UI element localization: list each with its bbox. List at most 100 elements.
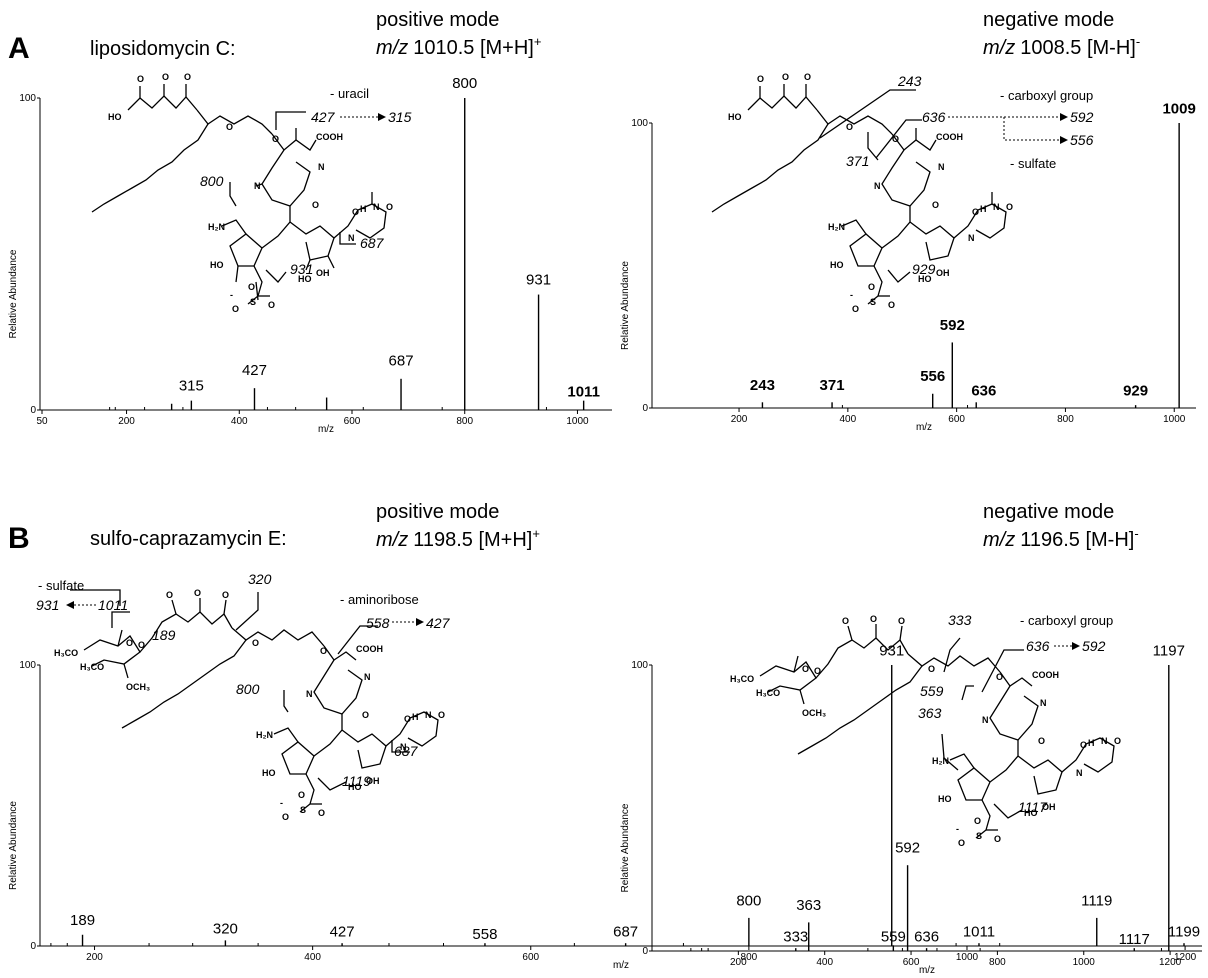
x-tick-label: 600 bbox=[948, 414, 965, 425]
peak-label: 320 bbox=[213, 921, 238, 938]
y-axis-label: Relative Abundance bbox=[8, 801, 19, 890]
svg-text:O: O bbox=[404, 714, 411, 724]
x-tick-label: 200 bbox=[86, 952, 103, 963]
x-axis-label: m/z bbox=[318, 424, 334, 435]
svg-text:558: 558 bbox=[366, 615, 390, 631]
svg-text:O: O bbox=[870, 614, 877, 624]
svg-text:1011: 1011 bbox=[98, 597, 128, 613]
svg-text:HO: HO bbox=[1024, 808, 1038, 818]
x-tick-label: 400 bbox=[304, 952, 321, 963]
svg-text:O: O bbox=[842, 616, 849, 626]
svg-text:N: N bbox=[373, 202, 380, 212]
peak-label: 1199 bbox=[1168, 923, 1200, 940]
fragment-labels-a-positive: 427 315 800 687 931 - uracil bbox=[200, 86, 412, 277]
svg-text:OH: OH bbox=[366, 776, 380, 786]
svg-text:O: O bbox=[138, 640, 145, 650]
svg-text:OH: OH bbox=[936, 268, 950, 278]
mode-label-a-pos: positive mode bbox=[376, 9, 499, 31]
svg-text:HO: HO bbox=[728, 112, 742, 122]
svg-text:OH: OH bbox=[316, 268, 330, 278]
svg-text:N: N bbox=[968, 233, 975, 243]
y-axis-label: Relative Abundance bbox=[620, 261, 631, 350]
panel-letter-b: B bbox=[8, 522, 30, 555]
svg-text:O: O bbox=[226, 122, 233, 132]
svg-text:O: O bbox=[184, 72, 191, 82]
y-axis-label: Relative Abundance bbox=[8, 249, 19, 338]
svg-text:O: O bbox=[137, 74, 144, 84]
svg-text:-: - bbox=[280, 798, 283, 808]
svg-text:OCH₃: OCH₃ bbox=[802, 708, 826, 718]
peak-label: 556 bbox=[920, 368, 945, 385]
svg-text:O: O bbox=[268, 300, 275, 310]
mode-label-b-neg: negative mode bbox=[983, 501, 1114, 523]
svg-text:COOH: COOH bbox=[936, 132, 963, 142]
x-tick-label: 600 bbox=[903, 957, 920, 968]
peak-label: 1119 bbox=[1081, 892, 1112, 909]
svg-text:N: N bbox=[306, 689, 313, 699]
svg-text:N: N bbox=[1101, 736, 1108, 746]
svg-text:HO: HO bbox=[938, 794, 952, 804]
peak-label: 1197 bbox=[1153, 642, 1185, 659]
svg-text:O: O bbox=[194, 588, 201, 598]
svg-text:556: 556 bbox=[1070, 132, 1094, 148]
peak-label: 687 bbox=[389, 352, 414, 369]
x-tick-label: 400 bbox=[231, 416, 248, 427]
svg-text:931: 931 bbox=[36, 597, 59, 613]
x-tick-label: 1200 bbox=[1159, 957, 1182, 968]
svg-text:636: 636 bbox=[1026, 638, 1050, 654]
fragment-labels-b-positive: 931 1011 320 558 427 189 800 687 1119 - … bbox=[36, 571, 451, 789]
y-tick-label: 0 bbox=[30, 941, 36, 952]
svg-text:COOH: COOH bbox=[316, 132, 343, 142]
svg-text:OH: OH bbox=[1042, 802, 1056, 812]
svg-text:N: N bbox=[425, 710, 432, 720]
structure-a-positive-atoms: HO O O O O O COOH N N O H₂N O N O N H HO… bbox=[108, 72, 393, 314]
x-tick-label: 1000 bbox=[1073, 957, 1096, 968]
peak-label: 800 bbox=[736, 892, 761, 909]
peak-label: 1011 bbox=[963, 923, 995, 940]
y-axis-label: Relative Abundance bbox=[620, 803, 631, 892]
peak-label: 687 bbox=[613, 923, 638, 940]
x-tick-label: 200 bbox=[118, 416, 135, 427]
svg-text:O: O bbox=[272, 134, 279, 144]
svg-text:COOH: COOH bbox=[1032, 670, 1059, 680]
svg-text:O: O bbox=[757, 74, 764, 84]
x-tick-label: 800 bbox=[456, 416, 473, 427]
svg-text:S: S bbox=[976, 831, 982, 841]
svg-text:O: O bbox=[386, 202, 393, 212]
x-tick-label: 400 bbox=[839, 414, 856, 425]
svg-text:H₃CO: H₃CO bbox=[54, 648, 78, 658]
svg-text:O: O bbox=[996, 672, 1003, 682]
y-tick-label: 100 bbox=[19, 93, 36, 104]
x-axis-label: m/z bbox=[916, 422, 932, 433]
svg-text:N: N bbox=[1076, 768, 1083, 778]
svg-text:315: 315 bbox=[388, 109, 412, 125]
x-tick-label: 1200 bbox=[1174, 952, 1197, 963]
svg-text:OCH₃: OCH₃ bbox=[126, 682, 150, 692]
svg-text:O: O bbox=[318, 808, 325, 818]
svg-text:800: 800 bbox=[200, 173, 224, 189]
structure-b-negative bbox=[759, 624, 1115, 839]
svg-text:O: O bbox=[974, 816, 981, 826]
svg-text:O: O bbox=[958, 838, 965, 848]
svg-text:- sulfate: - sulfate bbox=[38, 578, 84, 593]
peak-label: 1009 bbox=[1162, 100, 1195, 117]
svg-text:320: 320 bbox=[248, 571, 272, 587]
svg-text:O: O bbox=[928, 664, 935, 674]
svg-text:243: 243 bbox=[897, 73, 922, 89]
x-tick-label: 1000 bbox=[1163, 414, 1186, 425]
svg-text:929: 929 bbox=[912, 261, 936, 277]
structure-b-negative-atoms: H₃CO H₃CO OCH₃ O O O O O O O COOH N N O … bbox=[730, 614, 1121, 848]
svg-text:O: O bbox=[782, 72, 789, 82]
peak-label: 371 bbox=[820, 377, 845, 394]
svg-text:O: O bbox=[362, 710, 369, 720]
svg-text:HO: HO bbox=[918, 274, 932, 284]
svg-text:O: O bbox=[126, 638, 133, 648]
mode-label-a-neg: negative mode bbox=[983, 9, 1114, 31]
y-tick-label: 100 bbox=[19, 660, 36, 671]
peak-label: 427 bbox=[242, 362, 267, 379]
